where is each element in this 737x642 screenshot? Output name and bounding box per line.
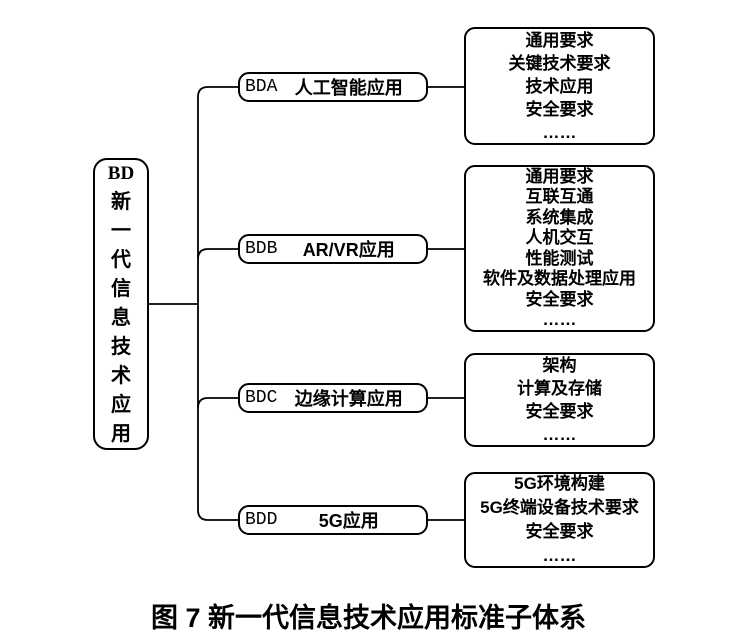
detail-item-ellipsis: …… bbox=[542, 425, 577, 444]
branch-label: 人工智能应用 bbox=[294, 78, 403, 98]
detail-item: 架构 bbox=[542, 356, 577, 375]
detail-item: 安全要求 bbox=[525, 522, 594, 541]
branch-label: 5G应用 bbox=[318, 511, 379, 531]
trunk-line bbox=[197, 86, 238, 521]
root-node-bd: BD 新一代信息技术应用 bbox=[93, 158, 149, 450]
detail-box-bda: 通用要求 关键技术要求 技术应用 安全要求 …… bbox=[464, 27, 655, 145]
detail-item: 互联互通 bbox=[525, 187, 594, 206]
detail-item: 计算及存储 bbox=[517, 379, 602, 398]
detail-item: 安全要求 bbox=[525, 402, 594, 421]
branch-node-bda: BDA 人工智能应用 bbox=[238, 72, 428, 102]
detail-item: 安全要求 bbox=[525, 289, 594, 309]
detail-item-ellipsis: …… bbox=[542, 122, 577, 142]
detail-item: 安全要求 bbox=[525, 99, 594, 119]
detail-item: 软件及数据处理应用 bbox=[483, 269, 636, 288]
detail-item: 通用要求 bbox=[525, 166, 594, 186]
branch-node-bdb: BDB AR/VR应用 bbox=[238, 234, 428, 264]
detail-item: 系统集成 bbox=[525, 207, 594, 227]
detail-item: 技术应用 bbox=[525, 76, 594, 96]
detail-item: 通用要求 bbox=[525, 30, 594, 50]
figure-caption: 图 7 新一代信息技术应用标准子体系 bbox=[150, 603, 587, 633]
branch-node-bdd: BDD 5G应用 bbox=[238, 505, 428, 535]
branch-elbow-bdb bbox=[197, 248, 238, 260]
detail-item: 关键技术要求 bbox=[508, 53, 611, 73]
branch-code: BDD bbox=[245, 510, 278, 530]
detail-box-bdc: 架构 计算及存储 安全要求 …… bbox=[464, 353, 655, 447]
branch-code: BDB bbox=[245, 239, 278, 259]
branch-node-bdc: BDC 边缘计算应用 bbox=[238, 383, 428, 413]
branch-label: AR/VR应用 bbox=[302, 240, 395, 260]
root-code: BD bbox=[107, 163, 135, 184]
detail-item: 5G环境构建 bbox=[514, 474, 605, 493]
detail-box-bdb: 通用要求 互联互通 系统集成 人机交互 性能测试 软件及数据处理应用 安全要求 … bbox=[464, 165, 655, 332]
detail-item: 性能测试 bbox=[525, 248, 594, 268]
detail-item-ellipsis: …… bbox=[542, 546, 577, 565]
branch-label: 边缘计算应用 bbox=[294, 389, 403, 409]
branch-elbow-bdc bbox=[197, 397, 238, 409]
detail-item-ellipsis: …… bbox=[542, 310, 577, 329]
root-label: 新一代信息技术应用 bbox=[111, 191, 131, 445]
detail-item: 5G终端设备技术要求 bbox=[480, 498, 639, 517]
branch-code: BDC bbox=[245, 388, 278, 408]
branch-code: BDA bbox=[245, 77, 278, 97]
detail-box-bdd: 5G环境构建 5G终端设备技术要求 安全要求 …… bbox=[464, 472, 655, 568]
detail-item: 人机交互 bbox=[525, 228, 594, 247]
